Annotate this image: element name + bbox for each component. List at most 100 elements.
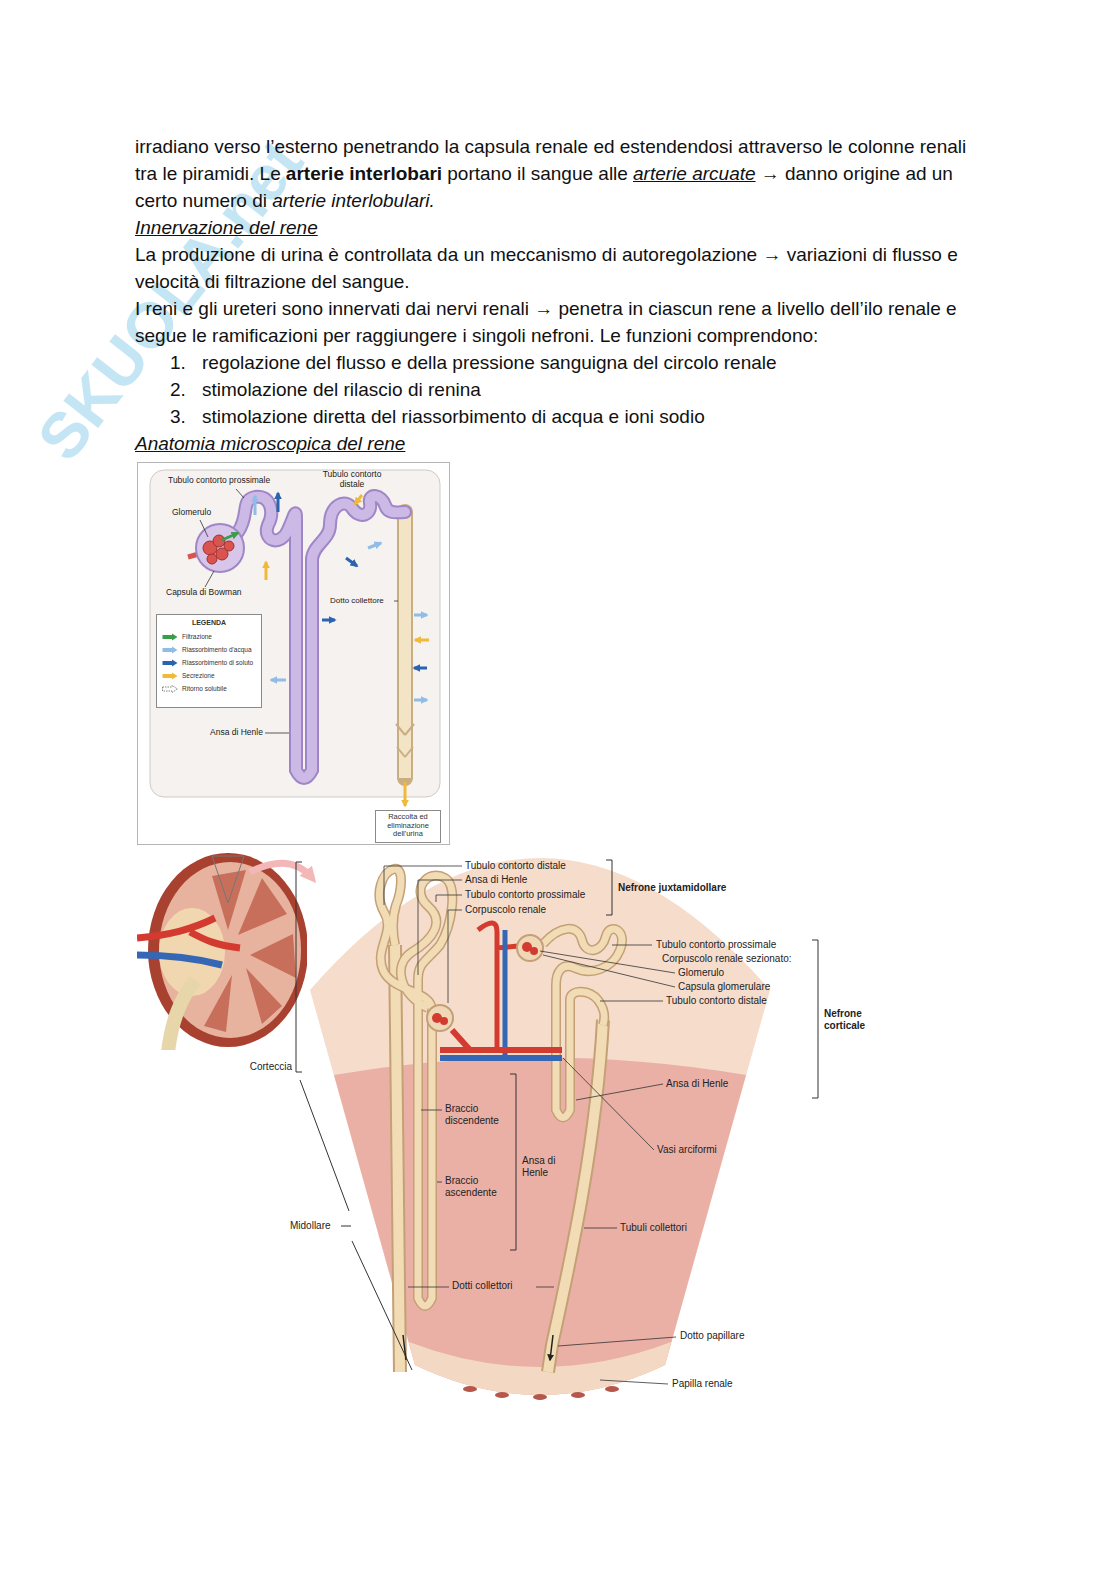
paragraph: La produzione di urina è controllata da … xyxy=(135,241,985,295)
part-label: Ansa di Henle xyxy=(210,728,263,738)
leader-line xyxy=(384,866,462,905)
leader-line xyxy=(576,1084,663,1100)
kidney-section-figure-part xyxy=(250,863,312,878)
kidney-section-figure-part xyxy=(543,929,622,1118)
nephron-scheme-figure-part xyxy=(196,524,244,572)
leader-line xyxy=(612,945,652,946)
list-entry: 2.stimolazione del rilascio di renina xyxy=(135,376,985,403)
transport-arrows-part xyxy=(414,614,427,617)
region-brackets-part xyxy=(510,1074,516,1250)
kidney-section-figure-part xyxy=(503,930,508,1056)
part-label: Dotto papillare xyxy=(680,1330,744,1342)
leader-line xyxy=(600,1380,668,1384)
part-label: Tubulo contorto prossimale xyxy=(465,889,585,901)
legend-text: Filtrazione xyxy=(182,632,212,642)
body-text: I reni e gli ureteri sono innervati dai … xyxy=(135,298,957,346)
nephron-scheme-figure-part xyxy=(150,470,440,797)
transport-arrows-part xyxy=(415,639,429,642)
region-brackets-part xyxy=(812,940,818,1098)
kidney-section-figure-part xyxy=(379,869,452,1306)
nephron-scheme-figure-part xyxy=(207,554,217,564)
part-label: Corpuscolo renale sezionato: xyxy=(662,953,792,965)
underlined-term: arterie arcuate xyxy=(633,163,756,184)
legend-swatch xyxy=(162,672,178,680)
kidney-section-figure-part xyxy=(427,1005,453,1031)
transport-arrows-part xyxy=(322,619,335,622)
kidney-section-figure-part xyxy=(403,1335,553,1360)
leader-line xyxy=(236,489,244,498)
part-label: Ansa di Henle xyxy=(465,874,527,886)
kidney-section-figure-part xyxy=(137,918,240,948)
transport-arrows-part xyxy=(222,533,238,540)
nephron-scheme-figure xyxy=(138,463,450,845)
leader-line xyxy=(394,601,398,602)
leader-line xyxy=(540,951,675,973)
nephron-scheme-figure-part xyxy=(224,541,234,551)
kidney-section-figure-part xyxy=(440,1030,562,1050)
kidney-section-figure-part xyxy=(212,856,244,903)
leader-line xyxy=(543,955,675,987)
italic-term: arterie interlobulari. xyxy=(272,190,435,211)
kidney-section-figure-part xyxy=(571,1392,585,1398)
leader-line xyxy=(448,910,462,1003)
legend-arrow xyxy=(163,685,178,692)
kidney-section-figure-part xyxy=(379,869,452,1306)
kidney-section-figure-part xyxy=(440,1017,448,1025)
kidney-section-figure-part xyxy=(543,929,622,1118)
region-label: Nefrone corticale xyxy=(824,1008,884,1031)
kidney-section-figure-part xyxy=(395,945,400,1372)
part-label: Tubulo contorto prossimale xyxy=(168,476,270,486)
section-heading: Innervazione del rene xyxy=(135,217,318,238)
part-label: Glomerulo xyxy=(678,967,724,979)
legend-arrow xyxy=(163,672,178,679)
kidney-section-figure-part xyxy=(137,955,222,965)
part-label: Braccio discendente xyxy=(445,1103,507,1126)
part-label: Tubulo contorto prossimale xyxy=(656,939,776,951)
legend-row: Filtrazione xyxy=(162,630,256,643)
legend-swatch xyxy=(162,646,178,654)
leader-line xyxy=(408,1287,449,1288)
leader-line xyxy=(205,571,214,587)
section-heading: Anatomia microscopica del rene xyxy=(135,433,405,454)
part-label: Tubulo contorto distale xyxy=(666,995,767,1007)
bold-term: arterie interlobari xyxy=(286,163,442,184)
transport-arrows-part xyxy=(414,699,427,702)
output-box: Raccolta ed eliminazione dell'urina xyxy=(375,810,441,843)
body-text: portano il sangue alle xyxy=(447,163,628,184)
part-label: Dotto collettore xyxy=(330,596,384,605)
legend-arrow xyxy=(163,646,178,653)
legend-row: Riassorbimento di soluto xyxy=(162,656,256,669)
leader-line xyxy=(558,1337,676,1346)
part-label: Midollare xyxy=(290,1220,331,1232)
nephron-scheme-figure-part xyxy=(396,724,414,757)
section-heading-block: Anatomia microscopica del rene xyxy=(135,430,985,457)
legend-text: Secrezione xyxy=(182,671,215,681)
legend-heading: LEGENDA xyxy=(162,619,256,626)
legend-row: Riassorbimento d'acqua xyxy=(162,643,256,656)
leader-line xyxy=(265,733,289,734)
nephron-scheme-figure-part xyxy=(138,463,450,845)
transport-arrows-part xyxy=(254,496,257,515)
transport-arrows-part xyxy=(414,667,427,670)
part-label: Corteccia xyxy=(250,1061,292,1073)
legend-row: Secrezione xyxy=(162,669,256,682)
kidney-section-figure-part xyxy=(605,1386,619,1392)
body-text: La produzione di urina è controllata da … xyxy=(135,244,958,292)
part-label: Corpuscolo renale xyxy=(465,904,546,916)
nephron-scheme-figure-part xyxy=(238,496,405,778)
leader-line xyxy=(600,1001,663,1002)
legend-row: Ritorno solubile xyxy=(162,682,256,695)
transport-arrows-part xyxy=(265,562,268,580)
leader-line xyxy=(584,1228,617,1229)
list-entry: 1.regolazione del flusso e della pressio… xyxy=(135,349,985,376)
legend-swatch xyxy=(162,633,178,641)
list-item: stimolazione diretta del riassorbimento … xyxy=(202,406,705,427)
leader-line xyxy=(536,1287,554,1288)
leader-line xyxy=(200,520,208,537)
list-entry: 3.stimolazione diretta del riassorbiment… xyxy=(135,403,985,430)
region-label: Nefrone juxtamidollare xyxy=(618,882,726,894)
transport-arrows-part xyxy=(404,782,407,806)
part-label: Capsula di Bowman xyxy=(166,588,242,598)
legend-arrow xyxy=(163,659,178,666)
part-label: Capsula glomerulare xyxy=(678,981,770,993)
